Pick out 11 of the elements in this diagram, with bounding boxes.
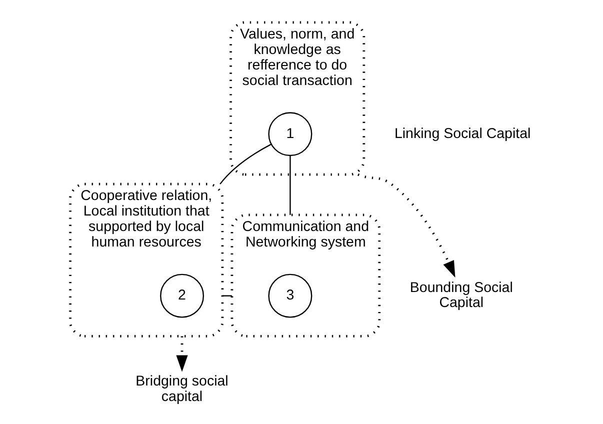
arrow — [358, 173, 456, 278]
connector — [290, 156, 291, 215]
arrow — [176, 336, 188, 372]
label: Linking Social Capital — [394, 126, 531, 142]
node-text: Bounding Social Capital — [410, 280, 513, 312]
node-circle: 3 — [268, 274, 312, 318]
node-circle: 2 — [160, 274, 204, 318]
connector — [220, 144, 272, 184]
node-text: Bridging social capital — [136, 374, 228, 406]
node-circle: 1 — [268, 112, 312, 156]
connector — [222, 295, 232, 296]
